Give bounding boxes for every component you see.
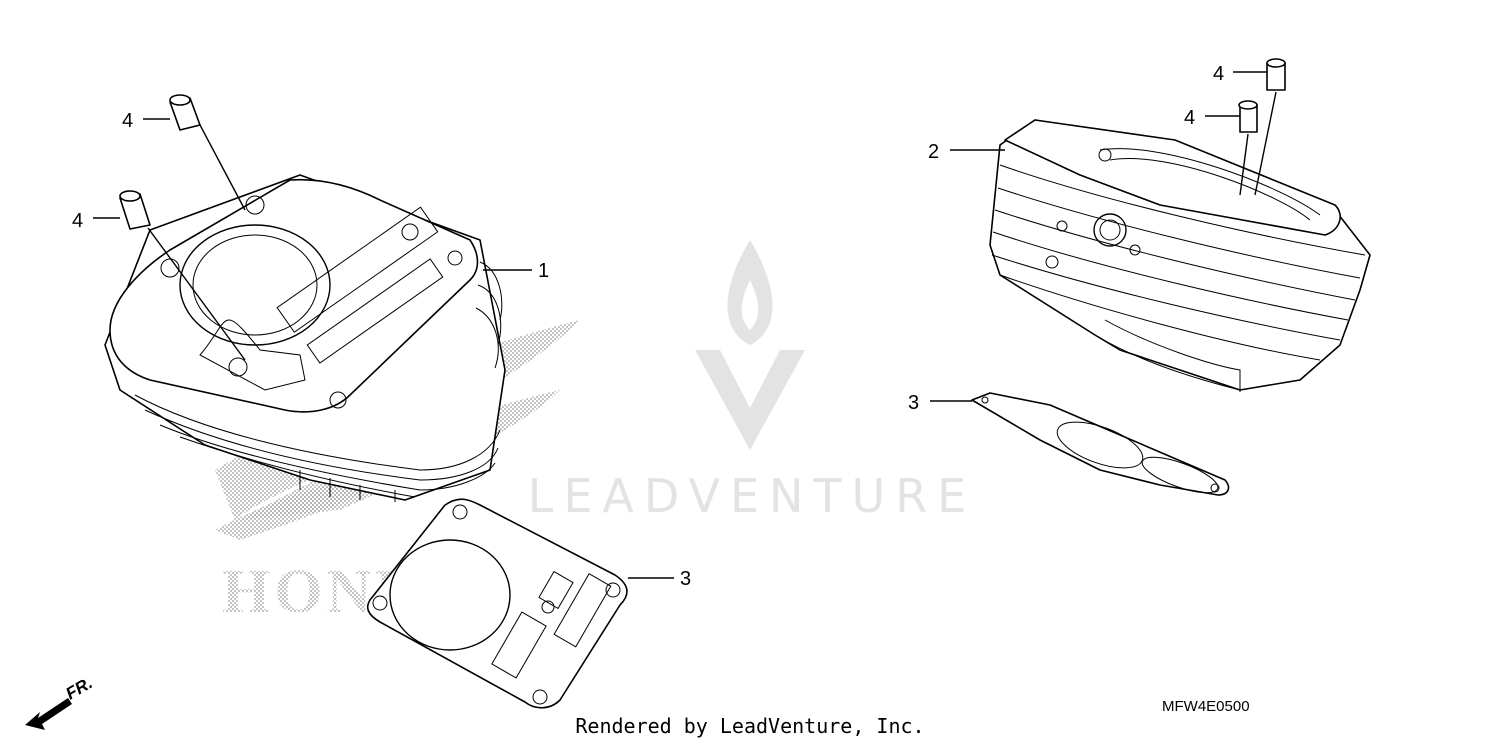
diagram-code: MFW4E0500 [1162,698,1250,715]
right-cylinder [989,119,1371,392]
left-gasket [366,498,628,709]
front-arrow-icon [25,698,72,730]
callout-4-left-bottom: 4 [72,210,83,232]
right-gasket [971,392,1230,496]
left-cylinder [104,174,506,502]
footer-credit: Rendered by LeadVenture, Inc. [575,714,925,738]
left-dowel-bottom [119,190,151,230]
left-dowel-top [169,94,201,131]
callout-3-left: 3 [680,568,691,590]
callout-3-right: 3 [908,392,919,414]
callout-4-left-top: 4 [122,110,133,132]
callout-1: 1 [538,260,549,282]
right-dowel-bottom [1238,100,1258,133]
v-mark-icon [695,350,805,450]
leader-lines [93,71,1277,579]
right-dowel-top [1266,58,1286,91]
flame-icon [727,240,773,345]
callout-2: 2 [928,141,939,163]
callout-4-right-bottom: 4 [1184,107,1195,129]
callout-4-right-top: 4 [1213,63,1224,85]
leadventure-watermark: LEADVENTURE [528,240,977,523]
watermark-wordmark: LEADVENTURE [528,469,977,523]
